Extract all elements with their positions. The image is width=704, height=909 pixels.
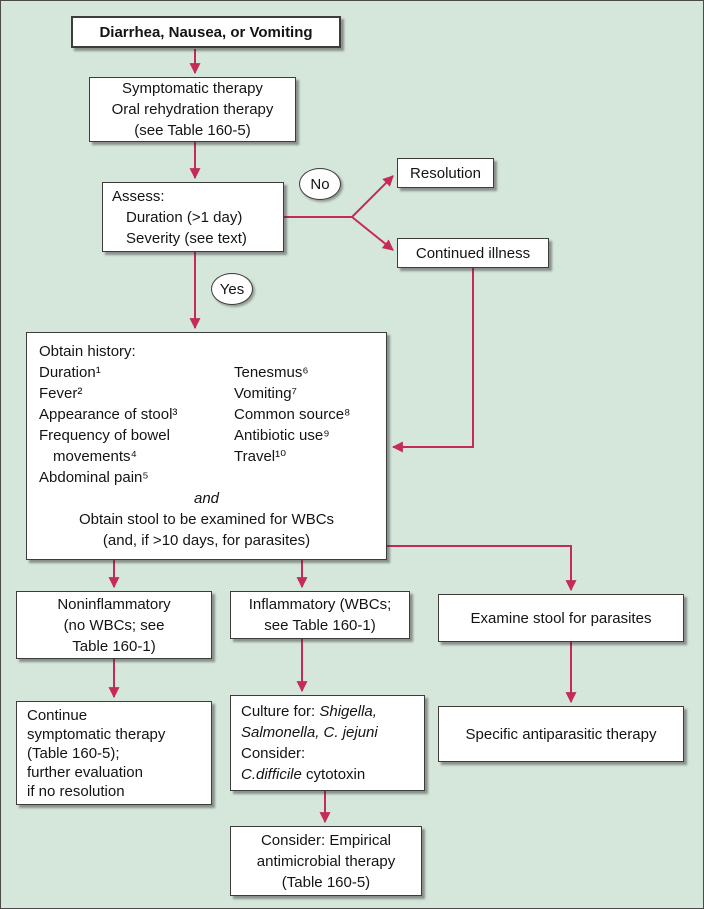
node-line: Table 160-1): [72, 637, 156, 655]
node-line: see Table 160-1): [264, 617, 376, 634]
noninflammatory-node: Noninflammatory (no WBCs; see Table 160-…: [16, 591, 212, 659]
node-line: symptomatic therapy: [27, 726, 166, 743]
empirical-therapy-node: Consider: Empirical antimicrobial therap…: [230, 826, 422, 896]
node-line: if no resolution: [27, 783, 125, 800]
history-footer-line: Obtain stool to be examined for WBCs: [78, 511, 335, 528]
history-item: Vomiting⁷: [234, 385, 297, 402]
node-line: Inflammatory (WBCs;: [248, 596, 392, 613]
culture-node: Culture for: Shigella, Salmonella, C. je…: [230, 695, 425, 791]
continue-therapy-node: Continue symptomatic therapy (Table 160-…: [16, 701, 212, 805]
node-line: (see Table 160-5): [134, 122, 251, 139]
history-item: Frequency of bowel movements⁴: [39, 427, 170, 465]
history-left-column: Duration¹ Fever² Appearance of stool³ Fr…: [39, 362, 234, 488]
node-line: Continue: [27, 707, 88, 724]
arrow-continued-illness-to-history: [391, 268, 474, 453]
organism-name: C.difficile: [241, 766, 302, 783]
assess-title: Assess:: [112, 188, 165, 205]
resolution-label: Resolution: [410, 164, 481, 182]
history-item: Travel¹⁰: [234, 448, 287, 465]
arrow-no-to-continued-illness: [351, 216, 394, 251]
history-item: Common source⁸: [234, 406, 351, 423]
history-item: Appearance of stool³: [39, 406, 178, 423]
no-branch-label: No: [299, 168, 341, 200]
node-line: Oral rehydration therapy: [111, 101, 274, 118]
arrow-history-to-examine-parasites: [387, 545, 577, 592]
node-line: antimicrobial therapy: [256, 852, 396, 870]
and-connector: and: [193, 490, 220, 507]
node-line: Noninflammatory: [57, 595, 171, 613]
history-columns: Duration¹ Fever² Appearance of stool³ Fr…: [39, 362, 374, 488]
history-footer-line: (and, if >10 days, for parasites): [102, 532, 311, 549]
assess-item: Duration (>1 day): [126, 209, 243, 226]
history-item: Duration¹: [39, 364, 101, 381]
antiparasitic-label: Specific antiparasitic therapy: [465, 725, 657, 743]
culture-text: Culture for:: [241, 703, 320, 720]
organism-name: Shigella,: [319, 703, 377, 720]
examine-parasites-label: Examine stool for parasites: [470, 609, 652, 627]
assess-node: Assess: Duration (>1 day) Severity (see …: [102, 182, 284, 252]
history-item: Abdominal pain⁵: [39, 469, 149, 486]
node-line: (Table 160-5);: [27, 745, 120, 762]
symptomatic-therapy-node: Symptomatic therapy Oral rehydration the…: [89, 77, 296, 142]
examine-parasites-node: Examine stool for parasites: [438, 594, 684, 642]
inflammatory-node: Inflammatory (WBCs; see Table 160-1): [230, 591, 410, 639]
yes-branch-label: Yes: [211, 273, 253, 305]
node-line: (no WBCs; see: [63, 616, 165, 634]
node-line: Consider: Empirical: [260, 831, 392, 849]
node-line: further evaluation: [27, 764, 143, 781]
start-node-label: Diarrhea, Nausea, or Vomiting: [99, 23, 313, 41]
yes-label-text: Yes: [219, 280, 245, 298]
obtain-history-title: Obtain history:: [39, 343, 136, 360]
culture-line-1: Culture for: Shigella,: [241, 701, 414, 722]
history-item: Fever²: [39, 385, 83, 402]
culture-text: cytotoxin: [301, 766, 366, 783]
continued-illness-node: Continued illness: [397, 238, 549, 268]
node-line: (Table 160-5): [281, 873, 371, 891]
antiparasitic-node: Specific antiparasitic therapy: [438, 706, 684, 762]
culture-line-4: C.difficile cytotoxin: [241, 764, 414, 785]
assess-item: Severity (see text): [126, 230, 247, 247]
obtain-history-node: Obtain history: Duration¹ Fever² Appeara…: [26, 332, 387, 560]
organism-name: Salmonella, C. jejuni: [241, 724, 378, 741]
resolution-node: Resolution: [397, 158, 494, 188]
continued-illness-label: Continued illness: [415, 244, 531, 262]
node-line: Symptomatic therapy: [122, 80, 263, 97]
culture-line-3: Consider:: [241, 745, 306, 762]
history-item: Tenesmus⁶: [234, 364, 309, 381]
start-node: Diarrhea, Nausea, or Vomiting: [71, 16, 341, 48]
no-label-text: No: [310, 175, 330, 193]
history-item: Antibiotic use⁹: [234, 427, 330, 444]
arrow-no-to-resolution: [351, 175, 394, 218]
history-right-column: Tenesmus⁶ Vomiting⁷ Common source⁸ Antib…: [234, 362, 350, 488]
